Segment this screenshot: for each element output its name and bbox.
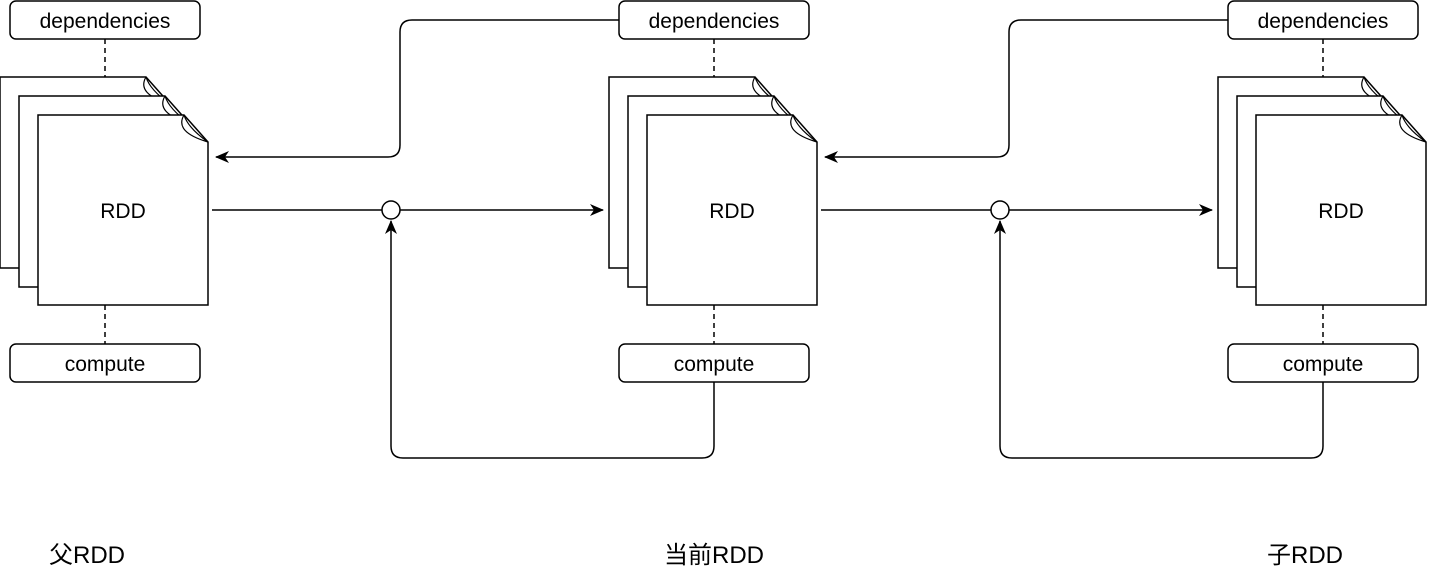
parent-rdd-caption: 父RDD bbox=[49, 542, 125, 569]
current-compute-label: compute bbox=[674, 353, 755, 376]
current-dependencies-label: dependencies bbox=[649, 10, 780, 33]
child-compute-to-junction-arrow bbox=[994, 220, 1324, 459]
parent-rdd-label: RDD bbox=[100, 200, 146, 223]
child-rdd-caption: 子RDD bbox=[1267, 542, 1343, 569]
parent-rdd-group: dependencies RDD compute bbox=[0, 0, 209, 383]
child-compute-label: compute bbox=[1283, 353, 1364, 376]
parent-compute-label: compute bbox=[65, 353, 146, 376]
parent-junction-node bbox=[381, 200, 401, 220]
current-rdd-pages bbox=[608, 76, 818, 306]
current-rdd-label: RDD bbox=[709, 200, 755, 223]
current-junction-node bbox=[990, 200, 1010, 220]
child-rdd-label: RDD bbox=[1318, 200, 1364, 223]
child-dependencies-to-current-arrow bbox=[824, 19, 1228, 163]
current-rdd-caption: 当前RDD bbox=[664, 542, 764, 569]
parent-rdd-pages bbox=[0, 76, 209, 306]
child-rdd-pages bbox=[1217, 76, 1427, 306]
current-dependencies-to-parent-arrow bbox=[215, 19, 619, 163]
parent-compute-box bbox=[9, 343, 201, 383]
child-rdd-group: dependencies RDD compute bbox=[1217, 0, 1427, 383]
child-dependencies-label: dependencies bbox=[1258, 10, 1389, 33]
current-compute-to-junction-arrow bbox=[385, 220, 715, 459]
current-rdd-group: dependencies RDD compute bbox=[608, 0, 818, 383]
parent-dependencies-label: dependencies bbox=[40, 10, 171, 33]
